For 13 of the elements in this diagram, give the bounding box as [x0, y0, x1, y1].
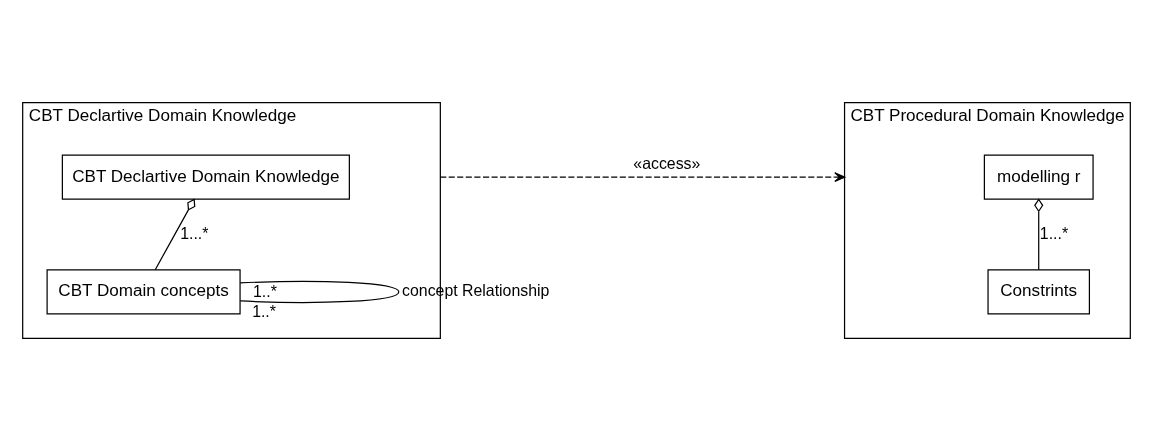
node-box: CBT Domain concepts	[46, 269, 241, 315]
node-box: CBT Declartive Domain Knowledge	[61, 154, 350, 200]
node-box: Constrints	[987, 269, 1090, 315]
label: 1..*	[253, 283, 277, 301]
edge-label: «access»	[633, 155, 701, 173]
edge-label: 1...*	[180, 224, 209, 242]
connector	[154, 198, 196, 271]
connector	[1034, 198, 1044, 271]
connector	[239, 280, 400, 304]
arrow	[439, 172, 846, 183]
node-box: modelling r	[983, 154, 1094, 200]
label: 1..*	[252, 303, 276, 321]
edge-label: 1...*	[1039, 224, 1069, 242]
